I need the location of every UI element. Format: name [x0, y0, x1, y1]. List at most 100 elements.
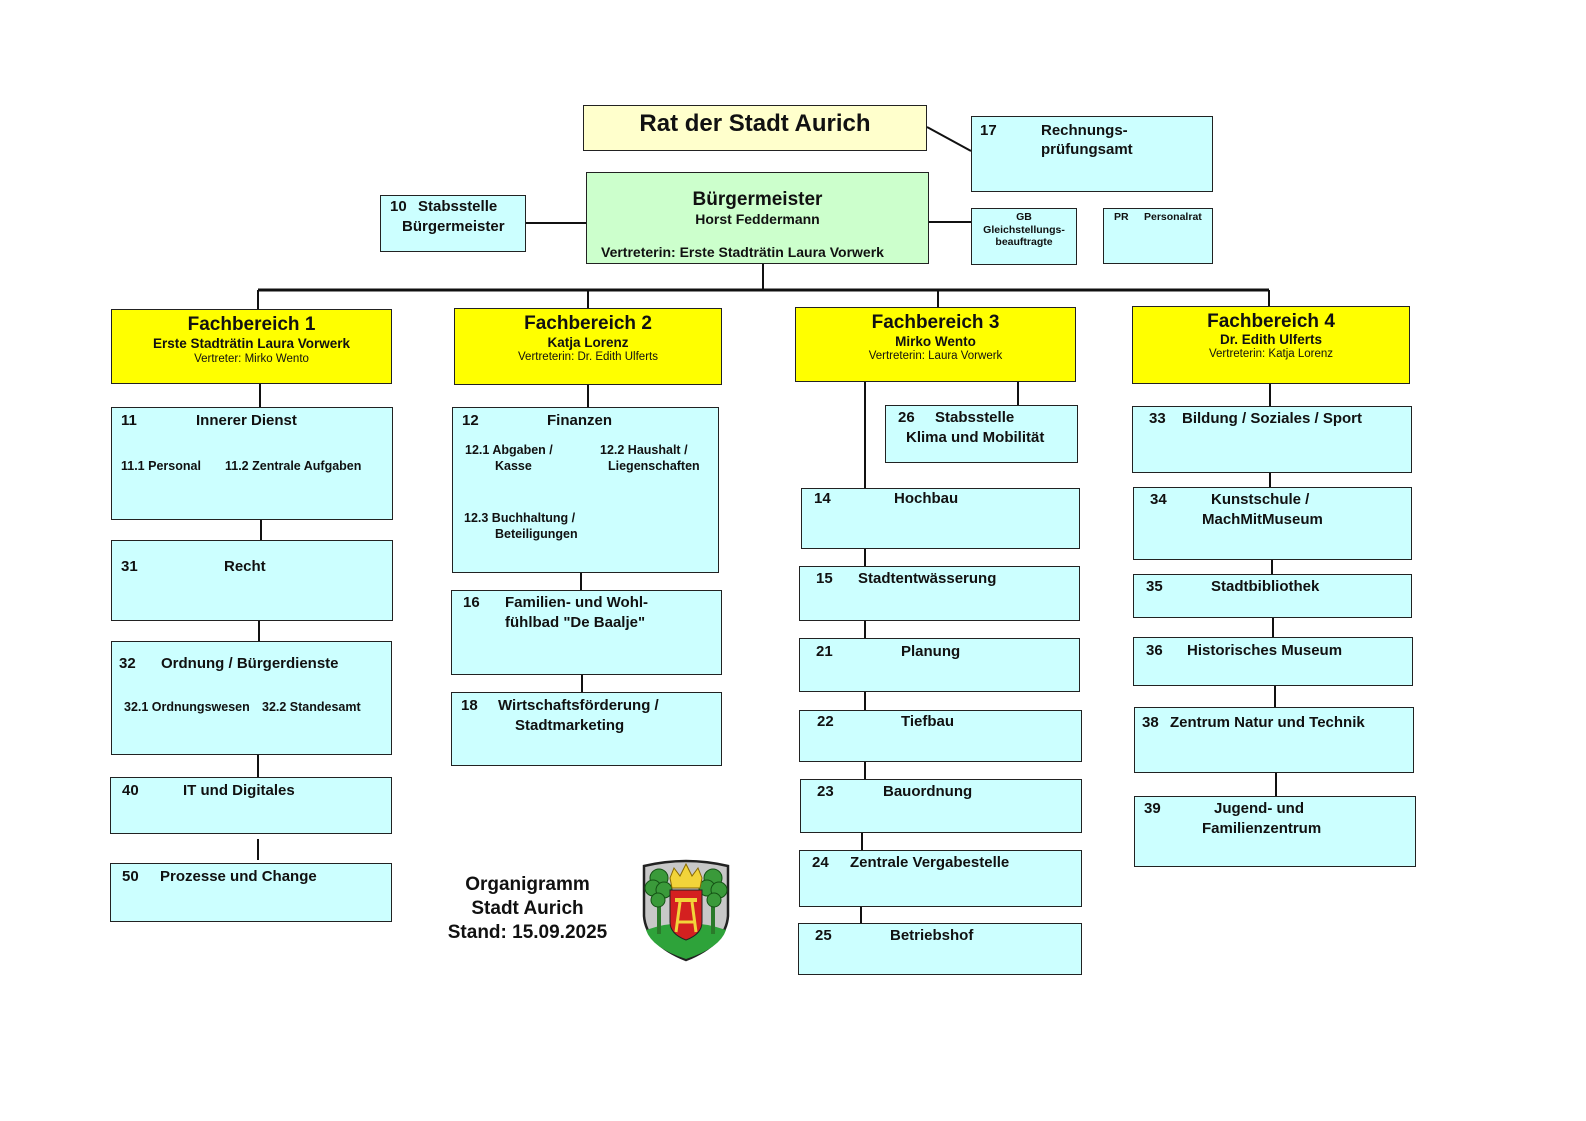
unit-name-line1: Rechnungs-	[1041, 122, 1128, 139]
unit-number: 40	[122, 782, 139, 799]
subunit-line2: Kasse	[495, 459, 532, 473]
unit-name: Hochbau	[894, 490, 959, 507]
unit-name-line2: prüfungsamt	[1041, 141, 1133, 158]
unit-11-box: 11 Innerer Dienst 11.1 Personal 11.2 Zen…	[111, 407, 393, 520]
equality-officer-box: GB Gleichstellungs- beauftragte	[971, 208, 1077, 265]
unit-number: 36	[1146, 642, 1163, 659]
unit-name: Tiefbau	[901, 713, 955, 730]
department-deputy: Vertreter: Mirko Wento	[194, 353, 309, 365]
unit-name: Betriebshof	[890, 927, 974, 944]
unit-18-box: 18 Wirtschaftsförderung / Stadtmarketing	[451, 692, 722, 766]
unit-number: 38	[1142, 714, 1159, 731]
unit-24-box: 24 Zentrale Vergabestelle	[799, 850, 1082, 907]
equality-officer-line2: beauftragte	[995, 236, 1053, 248]
department-3-box: Fachbereich 3 Mirko Wento Vertreterin: L…	[795, 307, 1076, 382]
unit-33-box: 33 Bildung / Soziales / Sport	[1132, 406, 1412, 473]
subunit-line1: 12.3 Buchhaltung /	[464, 511, 576, 525]
unit-number: 23	[817, 783, 834, 800]
unit-name-line1: Wirtschaftsförderung /	[498, 697, 659, 714]
subunit: 11.2 Zentrale Aufgaben	[225, 459, 362, 473]
unit-22-box: 22 Tiefbau	[799, 710, 1082, 762]
unit-21-box: 21 Planung	[799, 638, 1080, 692]
unit-number: 35	[1146, 578, 1163, 595]
department-head: Katja Lorenz	[547, 335, 629, 350]
unit-number: 25	[815, 927, 832, 944]
mayor-title: Bürgermeister	[692, 189, 823, 210]
department-title: Fachbereich 1	[187, 314, 316, 335]
equality-officer-line1: Gleichstellungs-	[983, 224, 1065, 236]
unit-16-box: 16 Familien- und Wohl- fühlbad "De Baalj…	[451, 590, 722, 675]
unit-39-box: 39 Jugend- und Familienzentrum	[1134, 796, 1416, 867]
unit-name: Recht	[224, 558, 266, 575]
unit-name-line1: Stabsstelle	[935, 409, 1015, 426]
subunit-line2: Liegenschaften	[608, 459, 700, 473]
unit-12-box: 12 Finanzen 12.1 Abgaben / Kasse 12.2 Ha…	[452, 407, 719, 573]
mayor-name: Horst Feddermann	[695, 211, 820, 227]
unit-number: 11	[121, 412, 137, 429]
unit-number: 34	[1150, 491, 1167, 508]
council-box: Rat der Stadt Aurich	[583, 105, 927, 151]
unit-36-box: 36 Historisches Museum	[1133, 637, 1413, 686]
unit-35-box: 35 Stadtbibliothek	[1133, 574, 1412, 618]
unit-number: 31	[121, 558, 138, 575]
department-title: Fachbereich 4	[1207, 311, 1335, 332]
caption-line2: Stadt Aurich	[471, 898, 584, 919]
unit-34-box: 34 Kunstschule / MachMitMuseum	[1133, 487, 1412, 560]
unit-31-box: 31 Recht	[111, 540, 393, 621]
staff-unit-box: 10 Stabsstelle Bürgermeister	[380, 195, 526, 252]
unit-name: Bauordnung	[883, 783, 973, 800]
unit-26-box: 26 Stabsstelle Klima und Mobilität	[885, 405, 1078, 463]
aurich-coat-of-arms-icon	[642, 859, 730, 962]
unit-number: 18	[461, 697, 478, 714]
unit-number: 39	[1144, 800, 1161, 817]
unit-name: Ordnung / Bürgerdienste	[161, 655, 339, 672]
department-head: Dr. Edith Ulferts	[1219, 332, 1322, 347]
unit-38-box: 38 Zentrum Natur und Technik	[1134, 707, 1414, 773]
unit-name-line2: MachMitMuseum	[1202, 511, 1323, 528]
unit-25-box: 25 Betriebshof	[798, 923, 1082, 975]
unit-name-line1: Kunstschule /	[1211, 491, 1310, 508]
unit-number: 32	[119, 655, 136, 672]
unit-name-line2: Familienzentrum	[1202, 820, 1322, 837]
unit-number: 17	[980, 122, 997, 139]
staff-council-name: Personalrat	[1144, 211, 1202, 223]
subunit: 32.2 Standesamt	[262, 700, 361, 714]
unit-number: 24	[812, 854, 829, 871]
unit-name: Stadtbibliothek	[1211, 578, 1320, 595]
unit-number: 26	[898, 409, 915, 426]
unit-name: Innerer Dienst	[196, 412, 297, 429]
unit-15-box: 15 Stadtentwässerung	[799, 566, 1080, 621]
unit-32-box: 32 Ordnung / Bürgerdienste 32.1 Ordnungs…	[111, 641, 392, 755]
department-deputy: Vertreterin: Dr. Edith Ulferts	[518, 351, 658, 363]
unit-number: 15	[816, 570, 833, 587]
unit-14-box: 14 Hochbau	[801, 488, 1080, 549]
subunit: 11.1 Personal	[121, 459, 201, 473]
unit-name: Zentrum Natur und Technik	[1170, 714, 1365, 731]
unit-name: Zentrale Vergabestelle	[850, 854, 1010, 871]
unit-name: Stadtentwässerung	[858, 570, 997, 587]
unit-name: Prozesse und Change	[160, 868, 317, 885]
unit-23-box: 23 Bauordnung	[800, 779, 1082, 833]
unit-name: Finanzen	[547, 412, 613, 429]
staff-council-box: PR Personalrat	[1103, 208, 1213, 264]
caption-line1: Organigramm	[465, 874, 590, 895]
department-deputy: Vertreterin: Laura Vorwerk	[868, 350, 1003, 362]
unit-number: 21	[816, 643, 833, 660]
mayor-deputy: Vertreterin: Erste Stadträtin Laura Vorw…	[601, 244, 884, 260]
chart-caption: Organigramm Stadt Aurich Stand: 15.09.20…	[430, 873, 625, 945]
unit-50-box: 50 Prozesse und Change	[110, 863, 392, 922]
unit-number: 12	[462, 412, 479, 429]
equality-officer-code: GB	[1016, 211, 1032, 223]
council-title: Rat der Stadt Aurich	[639, 110, 871, 137]
unit-name-line2: fühlbad "De Baalje"	[505, 614, 646, 631]
subunit-line1: 12.1 Abgaben /	[465, 443, 553, 457]
unit-number: 14	[814, 490, 831, 507]
department-head: Mirko Wento	[895, 334, 976, 349]
subunit: 32.1 Ordnungswesen	[124, 700, 250, 714]
subunit-line2: Beteiligungen	[495, 527, 578, 541]
unit-name: Planung	[901, 643, 961, 660]
subunit-line1: 12.2 Haushalt /	[600, 443, 688, 457]
unit-number: 10	[390, 198, 407, 215]
unit-40-box: 40 IT und Digitales	[110, 777, 392, 834]
staff-council-code: PR	[1114, 211, 1129, 223]
